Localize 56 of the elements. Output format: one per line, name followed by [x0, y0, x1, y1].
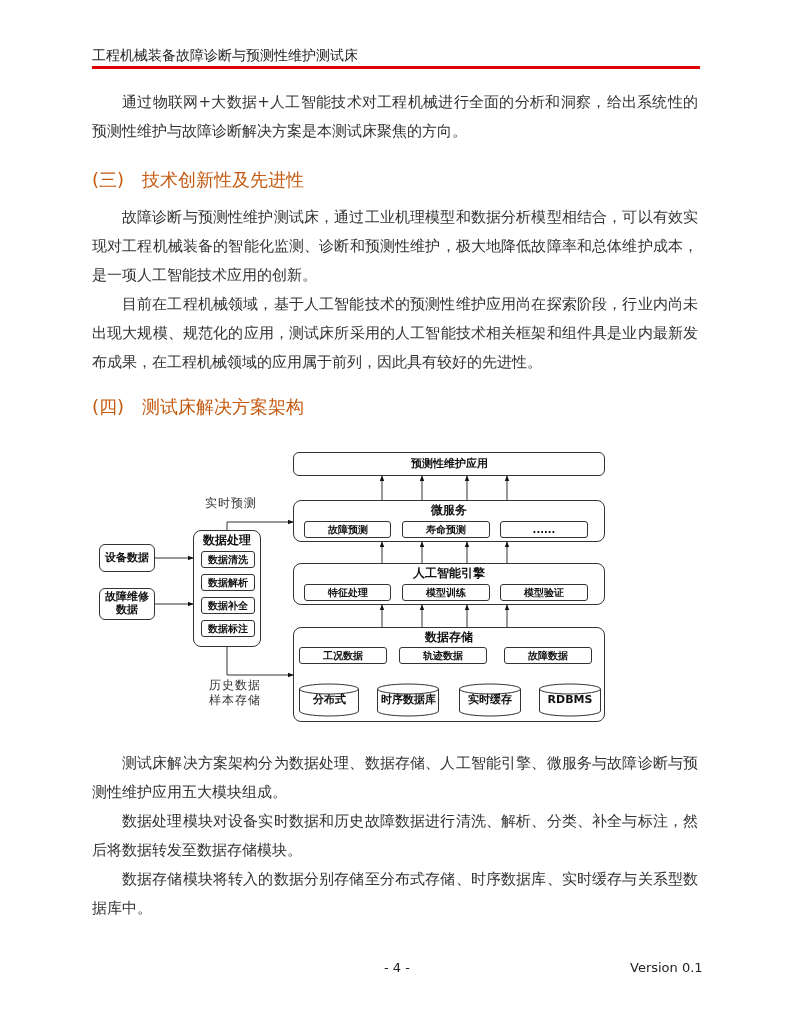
process-box: 设备数据 — [99, 544, 155, 572]
database-cylinder: 时序数据库 — [377, 684, 439, 716]
component-box: 故障数据 — [504, 647, 592, 664]
component-box: ...... — [500, 521, 588, 538]
arrow — [504, 604, 510, 628]
edge-label: 历史数据样本存储 — [209, 678, 261, 708]
arrow — [226, 519, 294, 531]
page-header: 工程机械装备故障诊断与预测性维护测试床 — [92, 47, 358, 65]
component-box: 特征处理 — [304, 584, 391, 601]
module-box — [293, 627, 605, 722]
component-box: 模型验证 — [500, 584, 588, 601]
arrow — [464, 475, 470, 501]
component-box: 数据标注 — [201, 620, 255, 637]
page-number: - 4 - — [384, 960, 410, 975]
version-label: Version 0.1 — [630, 960, 703, 975]
body-paragraph: 通过物联网+大数据+人工智能技术对工程机械进行全面的分析和洞察，给出系统性的预测性维护与故障诊断解决方案是本测试床聚焦的方向。 — [92, 92, 698, 142]
database-cylinder: 分布式 — [299, 684, 359, 716]
arrow — [504, 541, 510, 564]
body-paragraph: 数据处理模块对设备实时数据和历史故障数据进行清洗、解析、分类、补全与标注，然后将数据转发至数据存储模块。 — [92, 811, 698, 861]
module-title: 人工智能引擎 — [413, 567, 485, 581]
arrow — [419, 541, 425, 564]
module-title: 微服务 — [431, 504, 467, 518]
arrow — [154, 601, 194, 607]
arrow — [464, 541, 470, 564]
arrow — [379, 475, 385, 501]
component-box: 工况数据 — [299, 647, 387, 664]
arrow — [419, 475, 425, 501]
section-heading: (三) 技术创新性及先进性 — [92, 168, 305, 192]
process-box: 预测性维护应用 — [293, 452, 605, 476]
arrow — [419, 604, 425, 628]
component-box: 轨迹数据 — [399, 647, 487, 664]
body-paragraph: 测试床解决方案架构分为数据处理、数据存储、人工智能引擎、微服务与故障诊断与预测性维护应用五大模块组成。 — [92, 753, 698, 803]
component-box: 模型训练 — [402, 584, 490, 601]
process-box: 故障维修数据 — [99, 588, 155, 620]
arrow — [504, 475, 510, 501]
section-heading: (四) 测试床解决方案架构 — [92, 395, 305, 419]
database-cylinder: 实时缓存 — [459, 684, 521, 716]
arrow — [379, 541, 385, 564]
module-title: 数据存储 — [425, 631, 473, 645]
module-box — [293, 563, 605, 605]
component-box: 数据解析 — [201, 574, 255, 591]
component-box: 寿命预测 — [402, 521, 490, 538]
arrow — [464, 604, 470, 628]
body-paragraph: 故障诊断与预测性维护测试床，通过工业机理模型和数据分析模型相结合，可以有效实现对工程机械装备的智能化监测、诊断和预测性维护，极大地降低故障率和总体维护成本，是一项人工智能技术应用的创新。 — [92, 207, 698, 286]
module-title: 数据处理 — [203, 534, 251, 548]
arrow — [154, 555, 194, 561]
arrow — [379, 604, 385, 628]
body-paragraph: 数据存储模块将转入的数据分别存储至分布式存储、时序数据库、实时缓存与关系型数据库中。 — [92, 869, 698, 919]
module-box — [293, 500, 605, 542]
component-box: 数据补全 — [201, 597, 255, 614]
component-box: 故障预测 — [304, 521, 391, 538]
module-box — [193, 530, 261, 647]
arrow — [226, 646, 294, 678]
database-cylinder: RDBMS — [539, 684, 601, 716]
component-box: 数据清洗 — [201, 551, 255, 568]
body-paragraph: 目前在工程机械领域，基于人工智能技术的预测性维护应用尚在探索阶段，行业内尚未出现大规模、规范化的应用，测试床所采用的人工智能技术相关框架和组件具是业内最新发布成果，在工程机械领域的应用属于前列，因此具有较好的先进性。 — [92, 294, 698, 373]
